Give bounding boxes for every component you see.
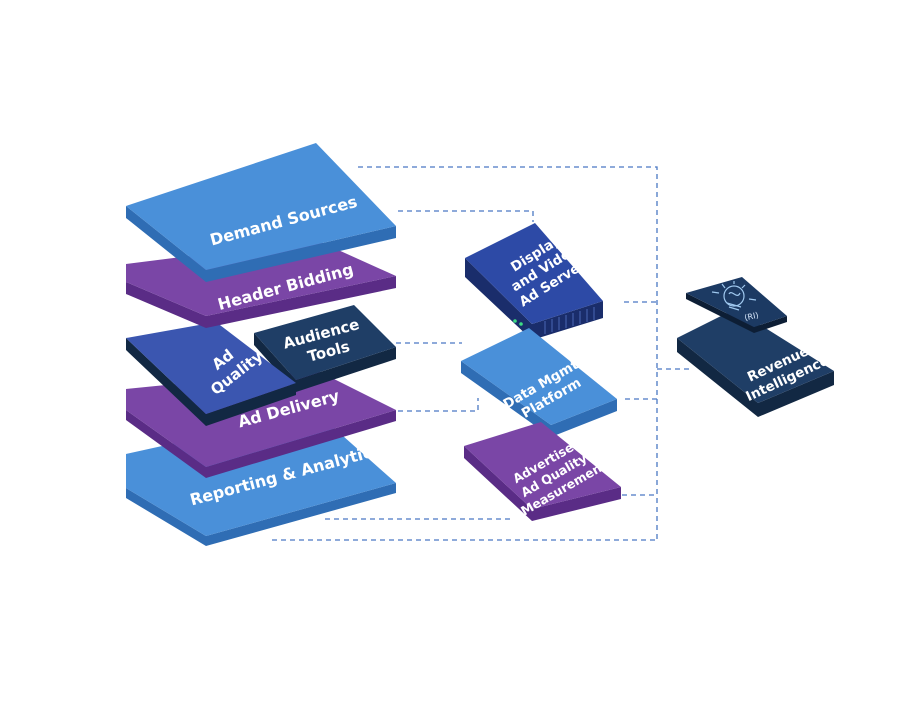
server-vent-lines bbox=[544, 307, 595, 334]
layer-demand-sources: Demand Sources bbox=[126, 143, 396, 282]
layer-audience-tools: Audience Tools bbox=[254, 305, 396, 392]
revenue-intelligence-block: Revenue Intelligence bbox=[677, 309, 834, 417]
connector-demand-to-bus bbox=[358, 166, 658, 540]
ri-chip-label: (RI) bbox=[744, 311, 760, 323]
layer-ad-quality: Ad Quality bbox=[126, 322, 296, 426]
status-led bbox=[519, 322, 523, 326]
module-ad-servers: Display and Video Ad Servers bbox=[465, 223, 603, 340]
lightbulb-icon bbox=[711, 281, 757, 311]
module-ad-quality-measurement: Advertiser Ad Quality Measurement bbox=[464, 422, 621, 521]
connector-addelivery-to-dmp bbox=[398, 398, 479, 412]
connector-demand-to-adservers bbox=[398, 210, 534, 222]
ri-chip: (RI) bbox=[686, 277, 787, 333]
connector-lines bbox=[272, 166, 690, 541]
module-data-mgmt-platform: Data Mgmt Platform bbox=[461, 328, 617, 437]
status-led bbox=[513, 319, 517, 323]
